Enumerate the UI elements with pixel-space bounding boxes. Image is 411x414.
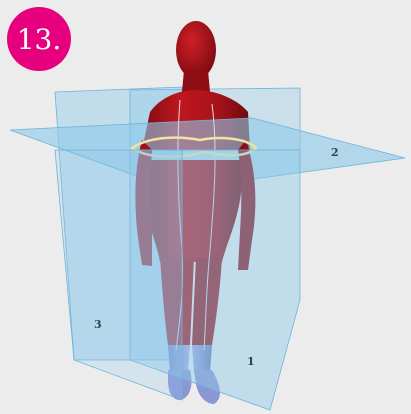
plane-label-1: 1	[247, 355, 255, 368]
head	[176, 21, 216, 92]
sagittal-plane-front	[55, 150, 182, 400]
figure-number-label: 13.	[17, 23, 62, 56]
plane-label-3: 3	[94, 318, 102, 331]
plane-label-2: 2	[331, 146, 339, 159]
figure-number-badge: 13.	[7, 7, 71, 71]
